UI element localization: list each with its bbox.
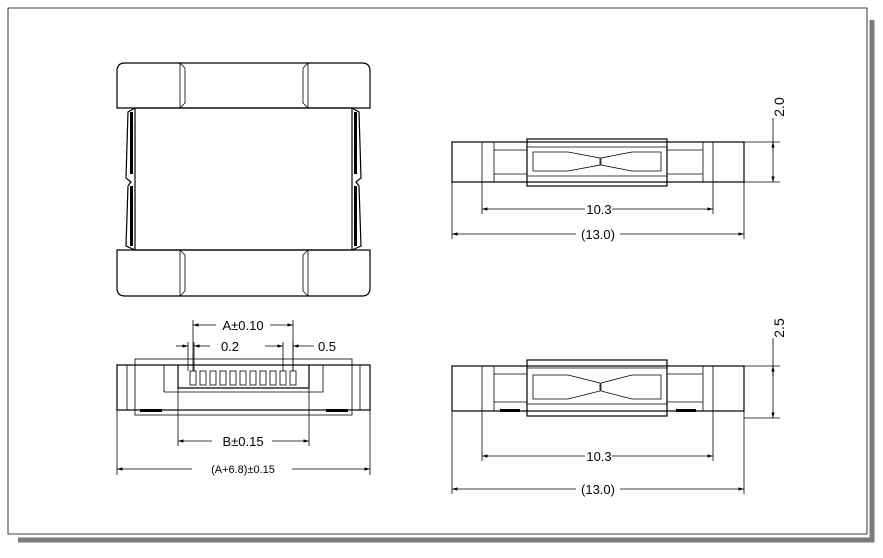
drawing-frame — [7, 7, 875, 543]
overall-dim: (A+6.8)±0.15 — [211, 464, 275, 476]
b-dim: B±0.15 — [222, 434, 263, 449]
overall-width-dim-bottom: (13.0) — [581, 482, 615, 497]
pitch-span-dim: A±0.10 — [222, 318, 263, 333]
front-view: A±0.10 0.2 0.5 B±0.15 (A+6.8)±0.15 — [116, 318, 371, 476]
height-dim-top: 2.0 — [771, 97, 787, 117]
pin-width-dim: 0.2 — [221, 339, 239, 354]
top-view — [116, 62, 371, 297]
inner-width-dim-bottom: 10.3 — [586, 449, 611, 464]
pitch-dim: 0.5 — [318, 339, 336, 354]
overall-width-dim-top: (13.0) — [581, 227, 615, 242]
side-view-top: 2.0 10.3 (13.0) — [451, 97, 787, 242]
pin-row — [189, 370, 297, 386]
side-view-bottom: 2.5 10.3 (13.0) — [451, 318, 787, 497]
height-dim-bottom: 2.5 — [771, 318, 787, 338]
inner-width-dim-top: 10.3 — [586, 202, 611, 217]
